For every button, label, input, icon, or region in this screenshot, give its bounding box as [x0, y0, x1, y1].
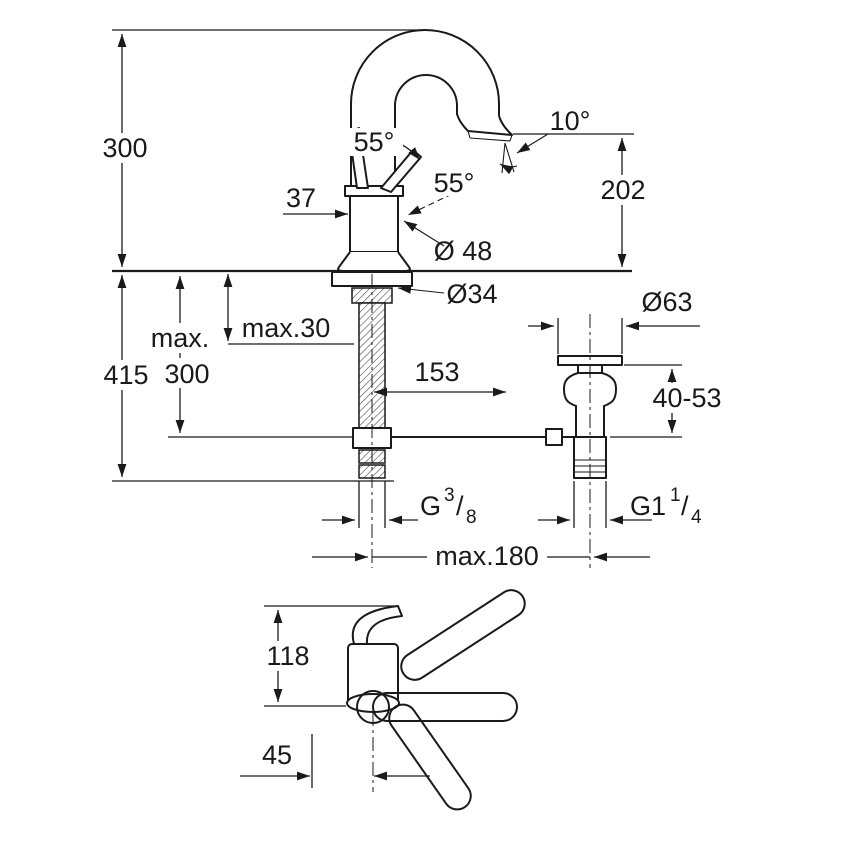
label-dia34: Ø34	[446, 279, 497, 309]
label-300-top: 300	[102, 133, 147, 163]
g38-prefix: G	[420, 491, 441, 521]
front-view	[112, 29, 632, 568]
label-45: 45	[262, 740, 292, 770]
cartridge-collar	[344, 185, 404, 197]
label-40-53: 40-53	[652, 383, 721, 413]
label-118: 118	[266, 641, 309, 671]
label-max180: max.180	[435, 541, 539, 571]
leader-dia48	[403, 220, 445, 247]
stream-angle-arc	[499, 163, 518, 175]
dimension-lines-front	[112, 29, 700, 562]
leader-10deg	[516, 133, 549, 154]
label-202: 202	[600, 175, 645, 205]
water-stream-lines	[501, 142, 515, 174]
label-55-lower: 55°	[434, 168, 475, 198]
lever-ghost-raised	[400, 589, 526, 681]
dimension-labels: 300 55° 55° 10° 37 202 Ø 48 Ø34 max.30 m…	[102, 106, 721, 770]
label-dia63: Ø63	[641, 287, 692, 317]
side-lever-up	[351, 605, 403, 645]
faucet-body	[337, 127, 422, 272]
label-max30: max.30	[242, 313, 331, 343]
label-37: 37	[286, 183, 316, 213]
label-415: 415	[103, 360, 148, 390]
g38-slash: /	[456, 491, 464, 521]
base-escutcheon	[337, 251, 411, 272]
leader-55-lower	[407, 193, 453, 216]
g38-denominator: 8	[466, 507, 477, 528]
g38-numerator: 3	[444, 485, 455, 506]
label-max: max.	[151, 323, 210, 353]
ext-lines-dia63	[557, 318, 623, 354]
label-dia48: Ø 48	[434, 236, 493, 266]
ext-lines-40-53	[610, 364, 682, 438]
label-backgrounds	[95, 128, 731, 671]
g114-slash: /	[681, 491, 689, 521]
ext-lines-g38	[358, 481, 386, 528]
rod-clamp	[545, 428, 563, 446]
label-thread-g38: G 3 / 8	[420, 485, 477, 528]
lever-position-2	[380, 149, 422, 193]
g114-prefix: G1	[630, 491, 666, 521]
g114-numerator: 1	[670, 485, 681, 506]
ext-lines-g114	[573, 481, 607, 528]
label-thread-g114: G1 1 / 4	[630, 485, 702, 528]
g114-denominator: 4	[691, 507, 702, 528]
spout-outlet	[467, 130, 513, 142]
leader-dia34	[397, 285, 445, 294]
label-153: 153	[414, 357, 459, 387]
label-300-lower: 300	[164, 359, 209, 389]
label-55-upper: 55°	[354, 127, 395, 157]
lever-ghost-horizontal	[372, 692, 518, 722]
lever-ghost-lowered	[388, 703, 472, 811]
spout	[350, 29, 518, 187]
label-10deg: 10°	[550, 106, 591, 136]
side-view	[240, 589, 526, 811]
